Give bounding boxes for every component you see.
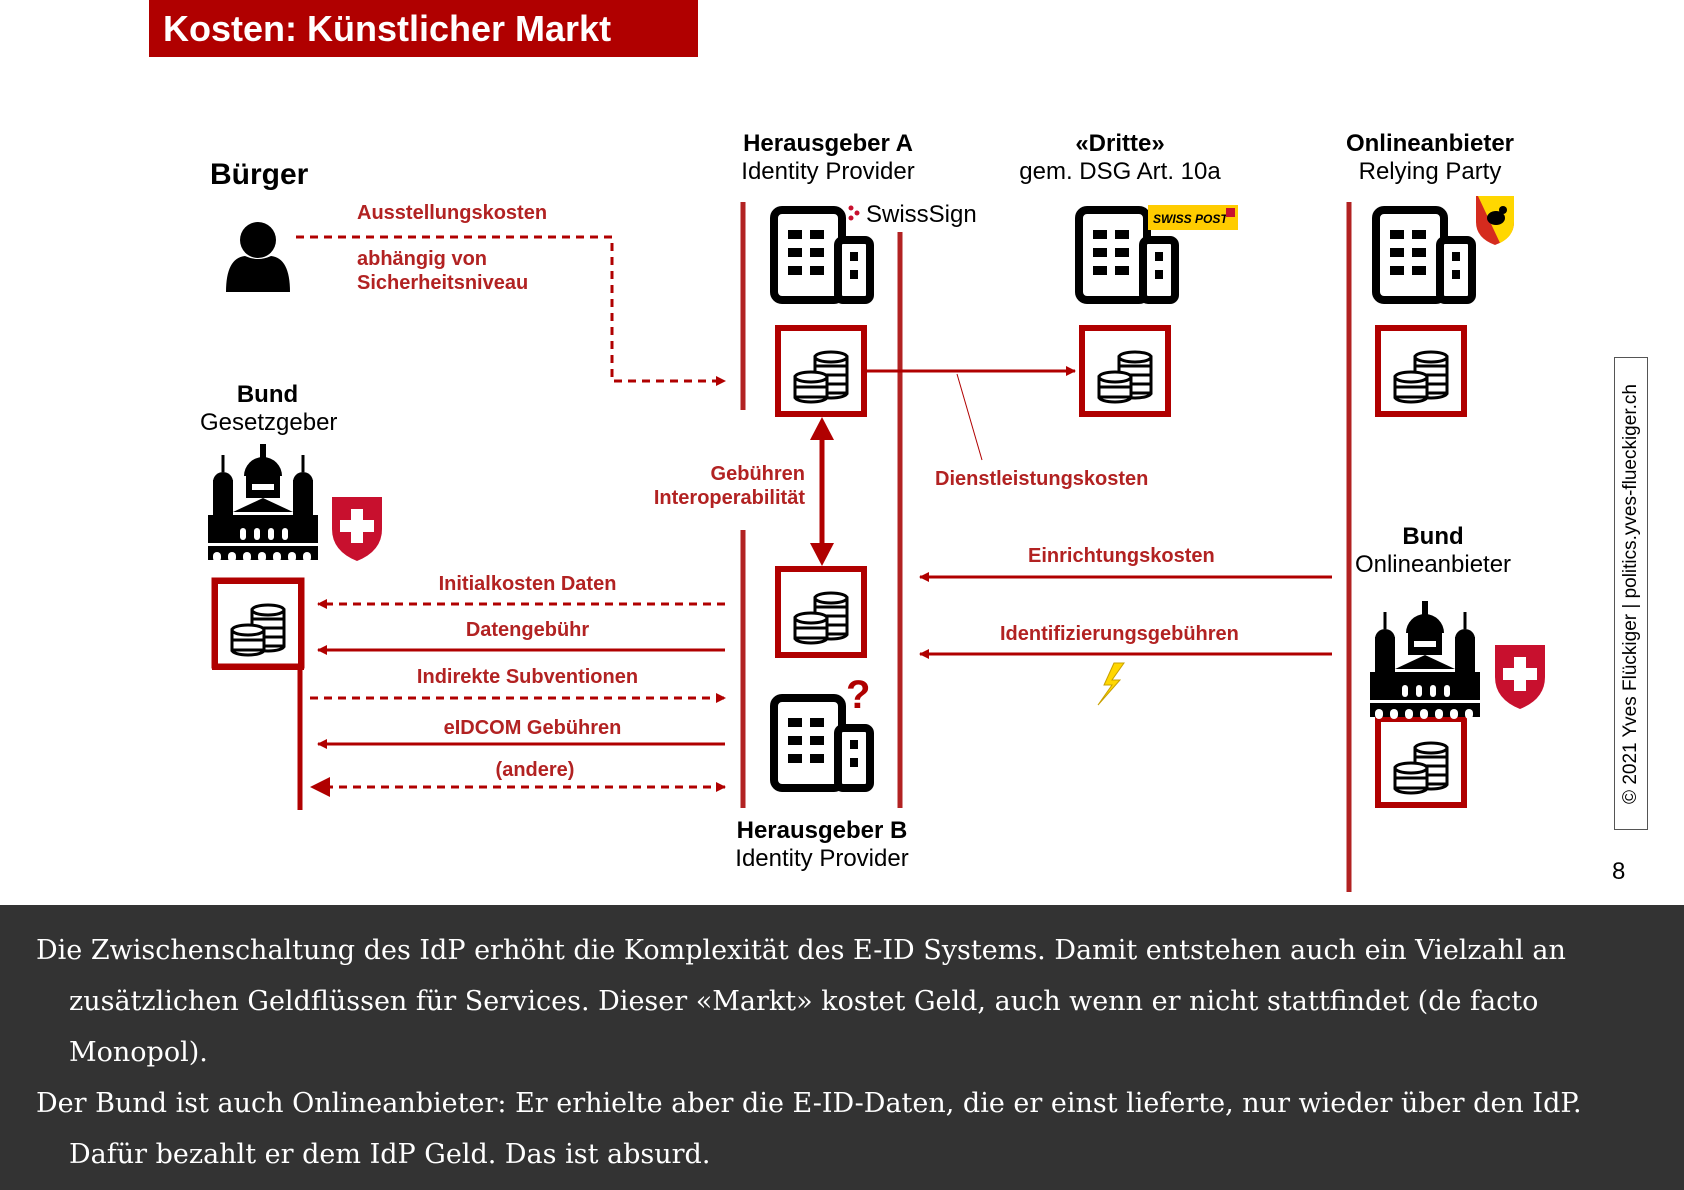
- page-number: 8: [1612, 858, 1626, 885]
- slide: Kosten: Künstlicher Markt: [149, 0, 1648, 892]
- label-line: Interoperabilität: [653, 487, 805, 509]
- actor-bund-gesetzgeber: Bund Gesetzgeber: [200, 381, 338, 437]
- actor-title: Bund: [236, 381, 299, 408]
- actor-subtitle: Identity Provider: [741, 158, 915, 185]
- actor-subtitle: Relying Party: [1358, 158, 1502, 185]
- person-icon: [226, 222, 290, 292]
- question-mark-icon: ?: [846, 673, 870, 717]
- slide-title: Kosten: Künstlicher Markt: [149, 0, 698, 57]
- notes-paragraph: Der Bund ist auch Onlineanbieter: Er erh…: [36, 1088, 1582, 1170]
- label-line: abhängig von: [357, 248, 487, 270]
- actor-subtitle: gem. DSG Art. 10a: [1019, 158, 1221, 185]
- label-initialkosten: Initialkosten Daten: [438, 573, 617, 595]
- actor-herausgeber-b: Herausgeber B Identity Provider: [722, 817, 922, 873]
- lightning-icon: [1097, 662, 1125, 706]
- label-identifizierungsgebuehren: Identifizierungsgebühren: [1000, 623, 1239, 645]
- flow-ausstellungskosten: [296, 235, 726, 386]
- swisssign-logo: SwissSign: [848, 201, 977, 228]
- swiss-coat-of-arms-icon-gesetzgeber: [332, 497, 382, 561]
- speaker-notes: Die Zwischenschaltung des IdP erhöht die…: [0, 905, 1684, 1190]
- actor-buerger-title: Bürger: [210, 158, 309, 191]
- label-line: Gebühren: [710, 463, 805, 485]
- actor-bund-onlineanbieter: Bund Onlineanbieter: [1343, 523, 1523, 579]
- coinbox-herausgeber-b: [778, 569, 864, 655]
- label-datengebuehr: Datengebühr: [465, 619, 590, 641]
- bern-coat-of-arms-icon: [1476, 196, 1514, 245]
- label-einrichtungskosten: Einrichtungskosten: [1028, 545, 1215, 567]
- svg-text:SWISS POST: SWISS POST: [1153, 212, 1229, 226]
- swiss-post-logo: SWISS POST: [1148, 205, 1238, 230]
- actor-subtitle: Onlineanbieter: [1354, 551, 1512, 578]
- actor-subtitle: Gesetzgeber: [200, 409, 338, 436]
- label-dienstleistungskosten: Dienstleistungskosten: [935, 468, 1149, 490]
- coinbox-dritte: [1082, 328, 1168, 414]
- actor-title: «Dritte»: [1075, 130, 1165, 157]
- actor-onlineanbieter: Onlineanbieter Relying Party: [1330, 130, 1530, 186]
- notes-paragraph: Die Zwischenschaltung des IdP erhöht die…: [36, 935, 1566, 1068]
- actor-herausgeber-a: Herausgeber A Identity Provider: [728, 130, 928, 186]
- parliament-building-icon-onlineanbieter: [1368, 599, 1482, 721]
- label-andere: (andere): [495, 759, 575, 781]
- actor-subtitle: Identity Provider: [735, 845, 909, 872]
- parliament-building-icon-gesetzgeber: [206, 442, 320, 564]
- actor-title: Bund: [1402, 523, 1464, 550]
- label-eidcom: eIDCOM Gebühren: [443, 717, 622, 739]
- diagram-canvas: SwissSign SWISS POST: [206, 196, 1545, 892]
- coinbox-onlineanbieter: [1378, 328, 1464, 414]
- coinbox-herausgeber-a: [778, 328, 864, 414]
- label-gebuehren-interoperabilitaet: Gebühren Interoperabilität: [620, 462, 805, 510]
- copyright-box: © 2021 Yves Flückiger | politics.yves-fl…: [1614, 357, 1648, 830]
- actor-title: Onlineanbieter: [1345, 130, 1515, 157]
- actor-title: Herausgeber A: [743, 130, 913, 157]
- svg-text:SwissSign: SwissSign: [866, 201, 977, 228]
- copyright-text: © 2021 Yves Flückiger | politics.yves-fl…: [1620, 383, 1641, 804]
- dienstleistung-callout: [956, 373, 983, 461]
- swiss-coat-of-arms-icon-onlineanbieter: [1495, 645, 1545, 709]
- label-subventionen: Indirekte Subventionen: [416, 666, 639, 688]
- coinbox-bund-onlineanbieter: [1378, 719, 1464, 805]
- building-herausgeber-a: [774, 210, 870, 300]
- label-ausstellungskosten: Ausstellungskosten: [357, 202, 548, 224]
- label-line: Sicherheitsniveau: [357, 272, 529, 294]
- actor-dritte: «Dritte» gem. DSG Art. 10a: [1000, 130, 1240, 186]
- label-sicherheitsniveau: abhängig von Sicherheitsniveau: [357, 247, 528, 295]
- building-onlineanbieter: [1376, 210, 1472, 300]
- coinbox-bund-gesetzgeber: [215, 581, 301, 667]
- actor-title: Herausgeber B: [736, 817, 908, 844]
